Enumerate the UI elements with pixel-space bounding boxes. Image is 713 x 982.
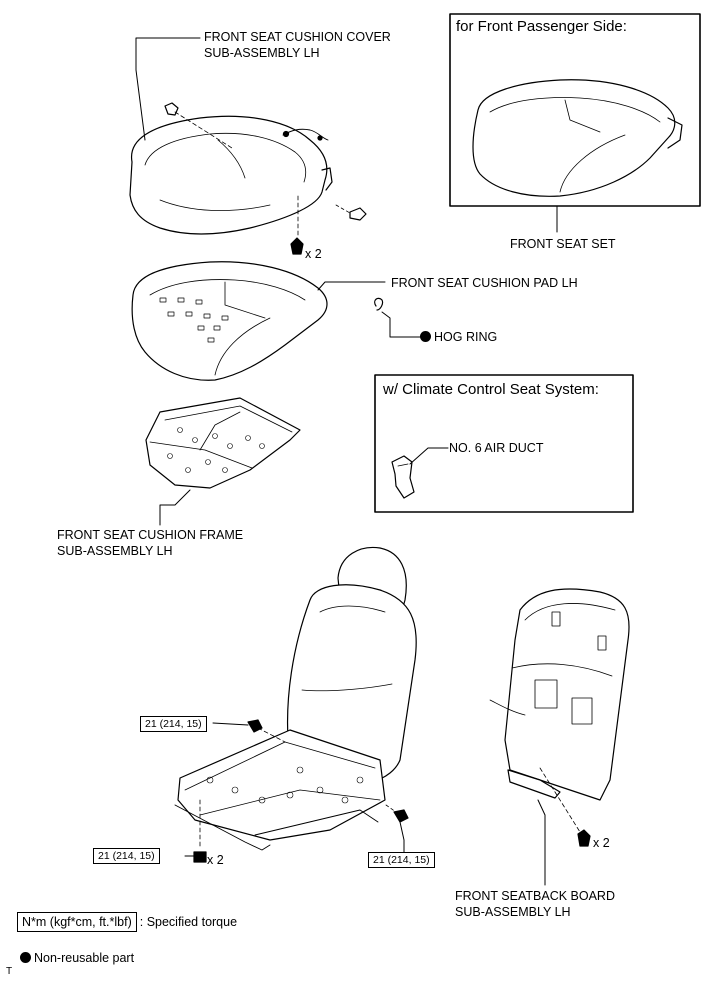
seatback-board-label: FRONT SEATBACK BOARD SUB-ASSEMBLY LH bbox=[455, 888, 615, 920]
cushion-cover-label-line1: FRONT SEAT CUSHION COVER bbox=[204, 30, 391, 44]
leader-lines bbox=[135, 37, 558, 886]
passenger-side-title: for Front Passenger Side: bbox=[456, 18, 627, 35]
cushion-frame-drawing bbox=[145, 397, 301, 489]
qty-bolt-left: x 2 bbox=[207, 853, 224, 867]
passenger-side-frame bbox=[449, 13, 701, 207]
legend-non-reusable-text: Non-reusable part bbox=[34, 951, 135, 965]
seat-assembly-drawing bbox=[174, 546, 417, 863]
hog-ring-text: HOG RING bbox=[434, 330, 498, 344]
seatback-board-label-line1: FRONT SEATBACK BOARD bbox=[455, 889, 615, 903]
legend-torque-desc: : Specified torque bbox=[139, 915, 238, 929]
climate-control-frame bbox=[374, 374, 634, 513]
torque-bottom-left: 21 (214, 15) bbox=[93, 848, 160, 864]
qty-cover-clip: x 2 bbox=[305, 247, 322, 261]
qty-board-clip: x 2 bbox=[593, 836, 610, 850]
torque-top-left: 21 (214, 15) bbox=[140, 716, 207, 732]
front-seat-set-label: FRONT SEAT SET bbox=[510, 237, 616, 251]
cushion-frame-label: FRONT SEAT CUSHION FRAME SUB-ASSEMBLY LH bbox=[57, 527, 243, 559]
cushion-pad-drawing bbox=[131, 261, 328, 381]
cushion-frame-label-line2: SUB-ASSEMBLY LH bbox=[57, 544, 173, 558]
cushion-cover-label-line2: SUB-ASSEMBLY LH bbox=[204, 46, 320, 60]
air-duct-label: NO. 6 AIR DUCT bbox=[449, 441, 544, 455]
torque-bottom-right: 21 (214, 15) bbox=[368, 852, 435, 868]
corner-mark: T bbox=[6, 966, 13, 977]
legend-torque-unit: N*m (kgf*cm, ft.*lbf) bbox=[17, 912, 137, 932]
cushion-cover-drawing bbox=[129, 115, 333, 235]
legend-dot-icon bbox=[20, 952, 31, 963]
air-duct-drawing bbox=[391, 455, 415, 499]
seatback-board-label-line2: SUB-ASSEMBLY LH bbox=[455, 905, 571, 919]
cushion-frame-label-line1: FRONT SEAT CUSHION FRAME bbox=[57, 528, 244, 542]
cushion-cover-label: FRONT SEAT CUSHION COVER SUB-ASSEMBLY LH bbox=[204, 29, 391, 61]
legend-non-reusable: Non-reusable part bbox=[20, 950, 134, 966]
cushion-pad-label: FRONT SEAT CUSHION PAD LH bbox=[391, 276, 578, 290]
hog-ring-drawing bbox=[374, 297, 384, 311]
seatback-board-drawing bbox=[489, 588, 630, 847]
non-reusable-dot-icon bbox=[420, 331, 431, 342]
hog-ring-label: HOG RING bbox=[420, 329, 497, 345]
climate-control-title: w/ Climate Control Seat System: bbox=[383, 381, 599, 398]
legend-torque: N*m (kgf*cm, ft.*lbf): Specified torque bbox=[17, 912, 237, 932]
cover-clip-drawing bbox=[164, 102, 367, 255]
passenger-cushion-drawing bbox=[472, 79, 683, 197]
